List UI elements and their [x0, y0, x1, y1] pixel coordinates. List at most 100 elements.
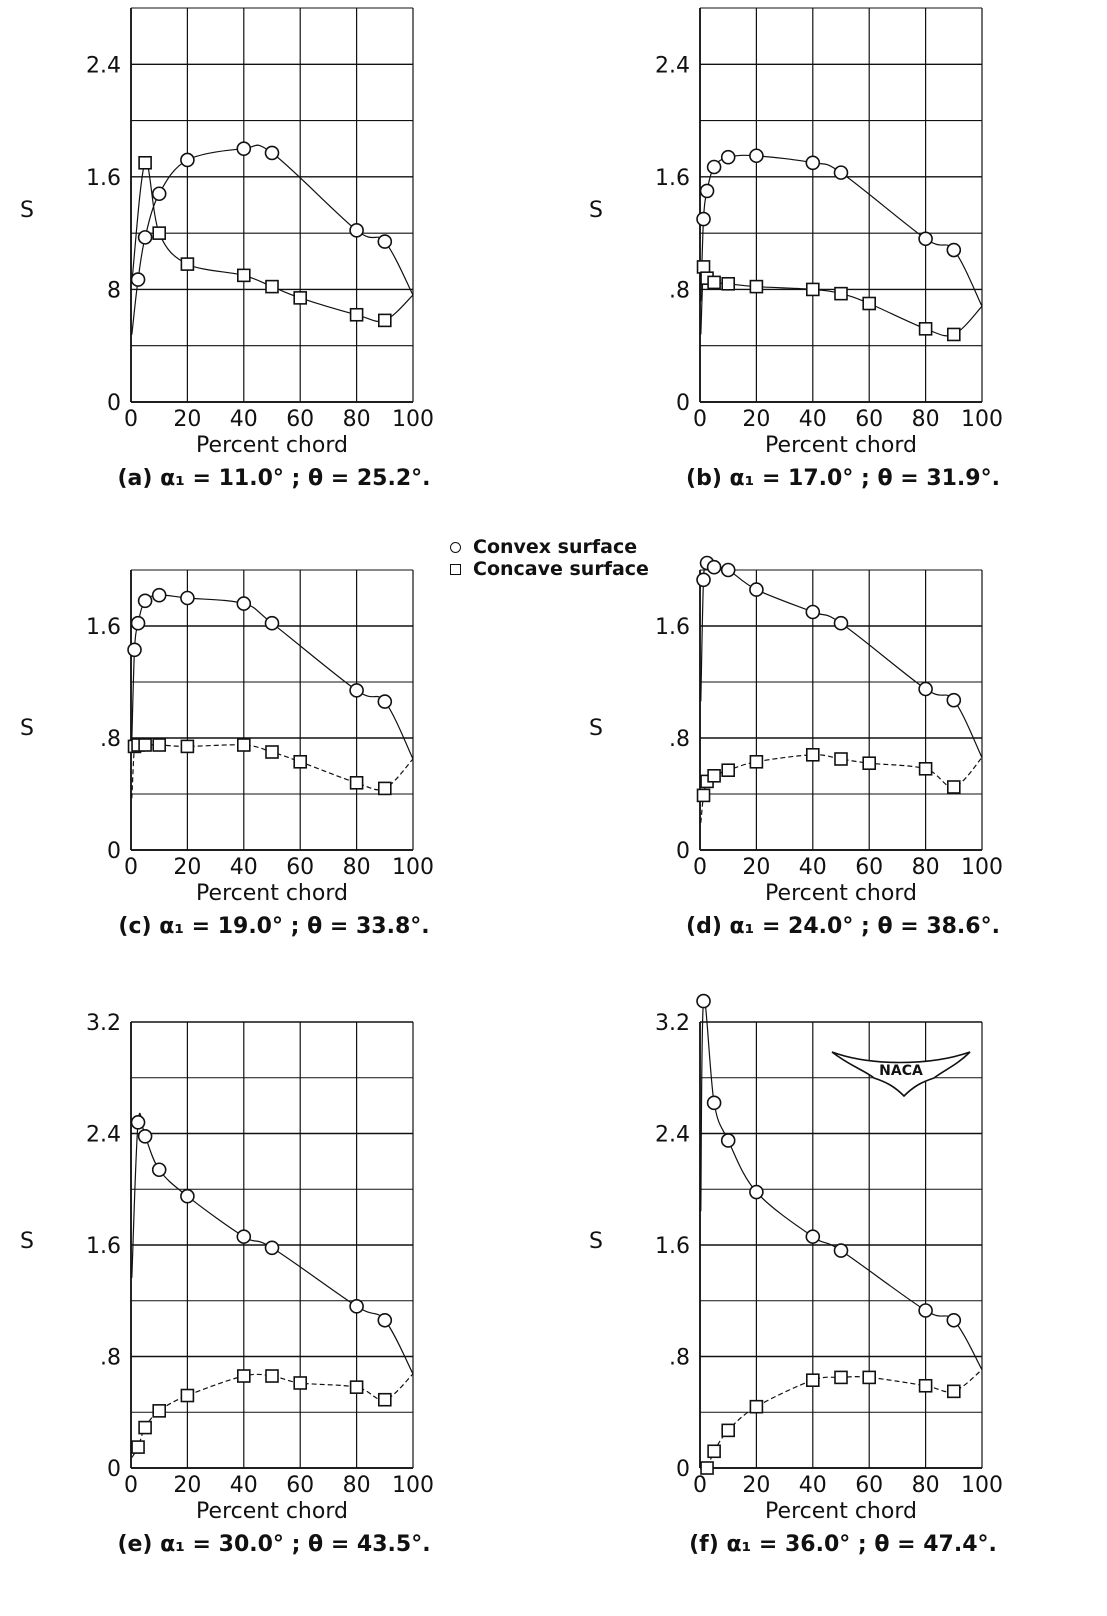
convex-data-point — [706, 1095, 722, 1111]
x-tick-label: 100 — [961, 855, 1003, 880]
x-axis-label: Percent chord — [196, 881, 348, 906]
x-tick-label: 0 — [124, 1473, 138, 1498]
convex-data-point — [833, 1243, 849, 1258]
convex-data-point — [918, 1303, 933, 1318]
concave-data-point — [707, 1444, 721, 1459]
concave-data-point — [349, 307, 364, 322]
concave-data-point — [805, 1373, 820, 1387]
concave-data-point — [749, 279, 764, 294]
convex-data-point — [918, 681, 933, 697]
concave-curve — [700, 1369, 983, 1470]
convex-data-point — [749, 1184, 764, 1200]
panel-caption: (b) α₁ = 17.0° ; θ = 31.9°. — [686, 466, 1000, 491]
x-tick-label: 20 — [742, 1473, 770, 1498]
y-tick-label: 1.6 — [655, 166, 690, 191]
x-axis-label: Percent chord — [196, 433, 348, 458]
y-tick-label: 1.6 — [655, 1234, 690, 1259]
concave-data-point — [152, 1404, 166, 1418]
convex-data-point — [833, 165, 849, 180]
x-tick-label: 80 — [912, 855, 940, 880]
x-tick-label: 0 — [693, 855, 707, 880]
y-tick-label: .8 — [669, 1346, 690, 1371]
y-tick-label: 0 — [676, 839, 690, 864]
y-tick-label: .8 — [669, 278, 690, 303]
convex-data-point — [706, 159, 722, 175]
concave-data-point — [707, 768, 721, 783]
convex-data-point — [137, 230, 153, 245]
convex-data-point — [180, 590, 195, 606]
concave-data-point — [918, 761, 933, 776]
concave-data-point — [377, 1392, 392, 1407]
convex-data-point — [130, 615, 146, 631]
concave-data-point — [265, 745, 279, 759]
x-tick-label: 0 — [693, 407, 707, 432]
convex-data-point — [720, 562, 736, 578]
concave-data-point — [265, 1369, 279, 1383]
y-axis-label: S — [20, 716, 34, 741]
x-tick-label: 80 — [912, 407, 940, 432]
convex-data-point — [918, 231, 933, 247]
concave-curve — [131, 1373, 414, 1458]
convex-data-point — [151, 587, 167, 603]
convex-data-point — [720, 149, 736, 165]
x-tick-label: 80 — [343, 407, 371, 432]
convex-data-point — [349, 223, 364, 238]
x-tick-label: 80 — [912, 1473, 940, 1498]
concave-data-point — [721, 1423, 736, 1438]
concave-data-point — [696, 260, 711, 274]
concave-data-point — [377, 313, 392, 328]
convex-data-point — [137, 593, 153, 609]
convex-data-point — [349, 683, 364, 698]
concave-data-point — [377, 781, 392, 796]
concave-data-point — [152, 226, 166, 240]
circle-marker-icon — [450, 541, 461, 553]
legend: Convex surface Concave surface — [448, 536, 708, 580]
convex-data-point — [749, 582, 764, 597]
concave-data-point — [293, 1376, 308, 1390]
y-axis-label: S — [589, 716, 603, 741]
concave-data-point — [946, 327, 961, 342]
x-tick-label: 100 — [961, 1473, 1003, 1498]
convex-data-point — [264, 1240, 280, 1256]
convex-data-point — [151, 1162, 167, 1178]
convex-data-point — [377, 234, 393, 249]
convex-data-point — [377, 1312, 393, 1328]
convex-data-point — [805, 155, 821, 171]
x-tick-label: 60 — [855, 1473, 883, 1498]
convex-data-point — [180, 152, 195, 168]
convex-data-point — [130, 272, 146, 287]
x-axis-label: Percent chord — [765, 1499, 917, 1524]
convex-data-point — [720, 1133, 736, 1148]
convex-data-point — [236, 1229, 252, 1244]
convex-data-point — [805, 604, 821, 620]
concave-data-point — [696, 788, 711, 803]
naca-logo: NACA — [831, 1051, 971, 1098]
x-tick-label: 20 — [742, 855, 770, 880]
y-axis-label: S — [589, 198, 603, 223]
panel-caption: (a) α₁ = 11.0° ; θ = 25.2°. — [117, 466, 430, 491]
concave-data-point — [749, 754, 764, 769]
x-tick-label: 0 — [124, 855, 138, 880]
concave-data-point — [946, 1384, 961, 1399]
y-tick-label: 8 — [107, 278, 121, 303]
concave-data-point — [805, 747, 820, 762]
concave-data-point — [862, 296, 877, 311]
y-tick-label: .8 — [669, 727, 690, 752]
convex-data-point — [236, 596, 252, 611]
y-tick-label: 1.6 — [86, 615, 121, 640]
concave-curve — [131, 161, 414, 323]
y-tick-label: 3.2 — [86, 1011, 121, 1036]
convex-data-point — [749, 148, 764, 164]
y-tick-label: 0 — [107, 839, 121, 864]
convex-data-point — [946, 692, 962, 708]
concave-data-point — [138, 155, 152, 170]
convex-data-point — [151, 186, 167, 202]
x-tick-label: 0 — [693, 1473, 707, 1498]
concave-data-point — [349, 1380, 364, 1394]
x-axis-label: Percent chord — [196, 1499, 348, 1524]
y-axis-label: S — [20, 1229, 34, 1254]
